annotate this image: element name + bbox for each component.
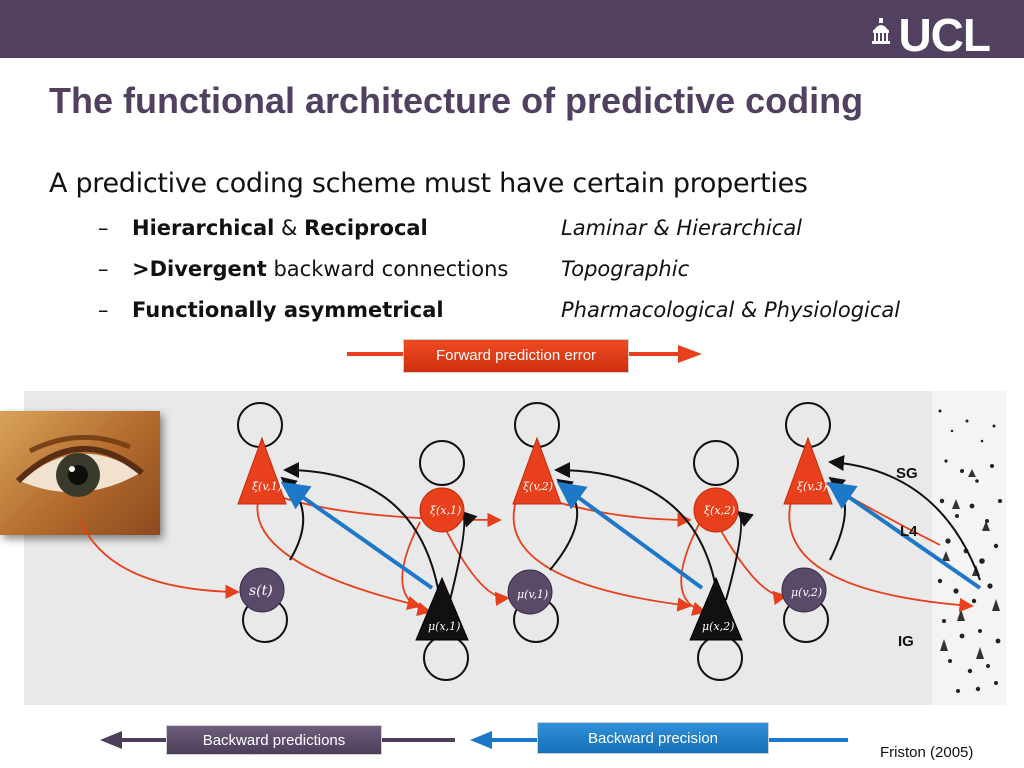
mu-x2-to-xi-x2 <box>725 510 754 601</box>
backward-precision-label: Backward precision <box>537 722 769 754</box>
layer-label-l4: L4 <box>900 523 918 540</box>
layer-label-sg: SG <box>896 465 918 482</box>
bullet-3: –Functionally asymmetrical <box>98 298 444 322</box>
xi-v3-to-cortex <box>788 489 974 613</box>
bullet-2-right: Topographic <box>561 257 690 281</box>
xi-x2-node <box>693 487 739 533</box>
precision-arrow-1 <box>280 481 434 590</box>
ucl-logo: UCL <box>872 9 991 61</box>
xi-v2-to-mu-x2 <box>512 489 692 612</box>
xi-v1-to-mu-x1 <box>256 487 422 611</box>
cortical-tissue-image <box>932 391 1006 705</box>
loop-xi-x1 <box>419 440 465 486</box>
lead-text: A predictive coding scheme must have cer… <box>49 168 808 199</box>
mu-v1-label: μ(v,1) <box>517 588 548 601</box>
xi-v1-node <box>237 436 287 505</box>
bullet-2: –>Divergent backward connections <box>98 257 509 281</box>
xi-x1-to-mu-v1 <box>441 521 510 607</box>
mu-x2-node <box>689 576 743 641</box>
bullet-3-right: Pharmacological & Physiological <box>561 298 901 322</box>
mu-v1-node <box>507 569 553 615</box>
xi-x1-node <box>419 487 465 533</box>
xi-v3-node <box>783 436 833 505</box>
logo-text: UCL <box>898 9 991 61</box>
forward-prediction-error-label: Forward prediction error <box>403 339 629 373</box>
loop-mu-x2 <box>697 635 743 681</box>
xi-x2-label: ξ(x,2) <box>704 504 735 517</box>
header-bar: UCL <box>0 0 1024 58</box>
mu-x1-label: μ(x,1) <box>428 620 460 633</box>
eye-image <box>0 411 160 535</box>
eye-to-s-connection <box>79 519 240 599</box>
s-node <box>239 567 285 613</box>
mu-v2-label: μ(v,2) <box>791 586 822 599</box>
xi-v2-label: ξ(v,2) <box>523 480 553 493</box>
backward-predictions-label: Backward predictions <box>166 725 382 755</box>
slide-title: The functional architecture of predictiv… <box>49 80 864 121</box>
loop-xi-x2 <box>693 440 739 486</box>
loop-mu-x1 <box>423 635 469 681</box>
cortex-to-xi-v3 <box>828 455 981 581</box>
xi-x1-label: ξ(x,1) <box>430 504 461 517</box>
mu-x2-to-xi-v2 <box>554 462 719 601</box>
layer-label-ig: IG <box>898 633 914 650</box>
mu-v2-node <box>781 567 827 613</box>
xi-v3-label: ξ(v,3) <box>797 480 827 493</box>
loop-xi-v1 <box>237 402 283 448</box>
bullet-1-right: Laminar & Hierarchical <box>561 216 803 240</box>
xi-x2-to-mu-x2 <box>680 521 707 616</box>
xi-x2-to-mu-v2 <box>715 521 788 606</box>
precision-arrow-3 <box>826 481 982 590</box>
mu-x1-to-xi-v1 <box>283 462 441 601</box>
mu-x2-label: μ(x,2) <box>702 620 734 633</box>
bullet-1: –Hierarchical & Reciprocal <box>98 216 428 240</box>
xi-x1-to-mu-x1 <box>401 521 432 617</box>
s-label: s(t) <box>249 583 273 599</box>
diagram-background <box>24 391 932 705</box>
xi-v2-node <box>512 436 562 505</box>
dome-icon <box>872 18 891 44</box>
citation: Friston (2005) <box>880 744 974 761</box>
precision-arrow-2 <box>556 481 704 590</box>
mu-x1-node <box>415 576 469 641</box>
xi-v1-label: ξ(v,1) <box>252 480 282 493</box>
